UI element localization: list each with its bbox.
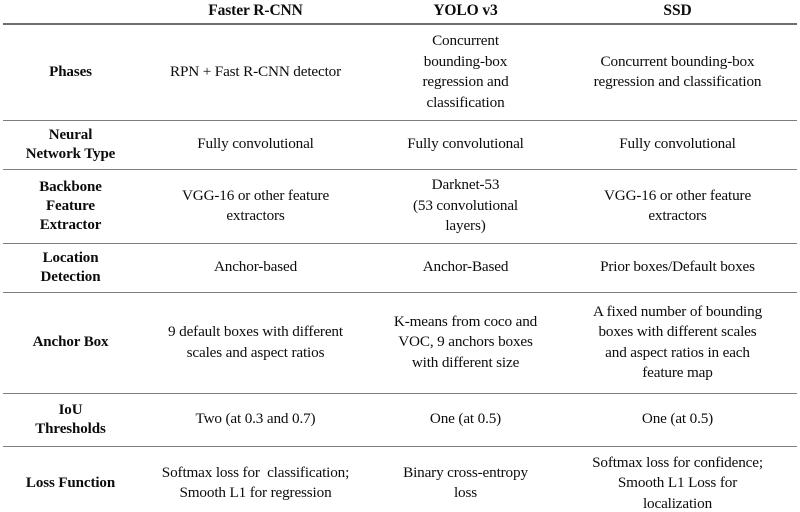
cell-line: One (at 0.5) <box>429 410 502 428</box>
cell-line: A fixed number of bounding <box>592 302 763 320</box>
cell-line: Binary cross-entropy <box>403 463 528 481</box>
cell-line: VGG-16 or other feature <box>603 186 752 204</box>
cell-anchor-box-faster-rcnn: 9 default boxes with different scales and… <box>138 292 373 394</box>
cell-line: extractors <box>226 207 285 224</box>
cell-line: Feature <box>45 197 95 214</box>
table-header: Faster R-CNN YOLO v3 SSD <box>3 0 797 25</box>
cell-line: Smooth L1 for regression <box>179 484 332 502</box>
cell-anchor-box-ssd: A fixed number of bounding boxes with dif… <box>558 292 797 394</box>
cell-location-faster-rcnn: Anchor-based <box>138 243 373 293</box>
cell-line: RPN + Fast R-CNN detector <box>169 63 342 80</box>
header-cell-ssd: SSD <box>558 0 797 25</box>
cell-line: Fully convolutional <box>407 135 524 153</box>
header-row: Faster R-CNN YOLO v3 SSD <box>3 0 797 25</box>
cell-line: Darknet-53 <box>431 176 500 194</box>
cell-location-ssd: Prior boxes/Default boxes <box>558 243 797 293</box>
cell-line: regression and classification <box>593 73 762 91</box>
cell-backbone-yolo-v3: Darknet-53 (53 convolutional layers) <box>373 169 558 244</box>
cell-backbone-faster-rcnn: VGG-16 or other feature extractors <box>138 169 373 244</box>
cell-phases-faster-rcnn: RPN + Fast R-CNN detector <box>138 24 373 121</box>
cell-line: VOC, 9 anchors boxes <box>398 333 533 351</box>
cell-phases-yolo-v3: Concurrent bounding-box regression and clas… <box>373 24 558 121</box>
cell-line: Loss Function <box>25 474 116 491</box>
row-label-phases: Phases <box>3 24 138 121</box>
model-comparison-table: Faster R-CNN YOLO v3 SSD Phases RPN + Fas… <box>3 0 797 512</box>
cell-line: Concurrent <box>432 32 499 50</box>
cell-loss-ssd: Softmax loss for confidence; Smooth L1 Lo… <box>558 446 797 512</box>
table-body: Phases RPN + Fast R-CNN detector Concurren… <box>3 24 797 512</box>
row-label-loss: Loss Function <box>3 446 138 512</box>
cell-line: Detection <box>40 268 101 285</box>
cell-line: regression and <box>422 73 509 91</box>
cell-iou-ssd: One (at 0.5) <box>558 393 797 447</box>
cell-nn-type-ssd: Fully convolutional <box>558 120 797 170</box>
cell-line: localization <box>642 494 713 512</box>
cell-line: One (at 0.5) <box>641 410 714 428</box>
cell-line: VGG-16 or other feature <box>181 186 330 204</box>
cell-line: Softmax loss for classification; <box>161 463 350 481</box>
cell-line: Softmax loss for confidence; <box>592 453 763 471</box>
cell-line: extractors <box>648 207 707 224</box>
cell-line: Anchor Box <box>32 334 109 350</box>
cell-line: Phases <box>49 63 92 80</box>
cell-line: with different size <box>411 353 520 371</box>
cell-line: Backbone <box>39 178 102 195</box>
cell-line: classification <box>426 93 505 111</box>
cell-line: scales and aspect ratios <box>186 343 325 361</box>
cell-line: Prior boxes/Default boxes <box>600 258 755 276</box>
table-row: Anchor Box 9 default boxes with different… <box>3 292 797 394</box>
cell-line: IoU <box>58 401 83 418</box>
cell-loss-yolo-v3: Binary cross-entropy loss <box>373 446 558 512</box>
cell-line: Anchor-based <box>213 258 298 276</box>
cell-iou-faster-rcnn: Two (at 0.3 and 0.7) <box>138 393 373 447</box>
row-label-iou: IoU Thresholds <box>3 393 138 447</box>
cell-line: Network Type <box>25 145 116 162</box>
cell-line: and aspect ratios in each <box>605 343 750 361</box>
cell-line: Thresholds <box>35 420 106 437</box>
cell-line: layers) <box>445 217 486 235</box>
cell-line: (53 convolutional <box>412 196 518 214</box>
table-row: Loss Function Softmax loss for classifica… <box>3 446 797 512</box>
table-row: Phases RPN + Fast R-CNN detector Concurren… <box>3 24 797 121</box>
cell-line: bounding-box <box>423 52 508 70</box>
cell-nn-type-yolo-v3: Fully convolutional <box>373 120 558 170</box>
cell-line: Fully convolutional <box>197 135 314 153</box>
header-cell-faster-rcnn: Faster R-CNN <box>138 0 373 25</box>
cell-line: Anchor-Based <box>422 258 509 276</box>
cell-line: Extractor <box>39 216 102 233</box>
cell-iou-yolo-v3: One (at 0.5) <box>373 393 558 447</box>
header-cell-label <box>3 0 138 25</box>
cell-line: Two (at 0.3 and 0.7) <box>195 410 316 428</box>
cell-line: boxes with different scales <box>598 323 757 340</box>
cell-phases-ssd: Concurrent bounding-box regression and cl… <box>558 24 797 121</box>
cell-loss-faster-rcnn: Softmax loss for classification; Smooth L… <box>138 446 373 512</box>
cell-line: loss <box>453 484 478 502</box>
cell-location-yolo-v3: Anchor-Based <box>373 243 558 293</box>
cell-line: 9 default boxes with different <box>168 323 343 340</box>
cell-line: Fully convolutional <box>619 135 736 153</box>
cell-line: Neural <box>48 126 93 143</box>
cell-line: feature map <box>642 364 713 381</box>
cell-backbone-ssd: VGG-16 or other feature extractors <box>558 169 797 244</box>
cell-line: Concurrent bounding-box <box>600 52 755 70</box>
cell-line: K-means from coco and <box>393 312 538 330</box>
header-cell-yolo-v3: YOLO v3 <box>373 0 558 25</box>
cell-line: Smooth L1 Loss for <box>617 474 738 491</box>
cell-line: Location <box>42 249 99 266</box>
table-row: IoU Thresholds Two (at 0.3 and 0.7) One (at… <box>3 393 797 447</box>
row-label-anchor-box: Anchor Box <box>3 292 138 394</box>
cell-nn-type-faster-rcnn: Fully convolutional <box>138 120 373 170</box>
